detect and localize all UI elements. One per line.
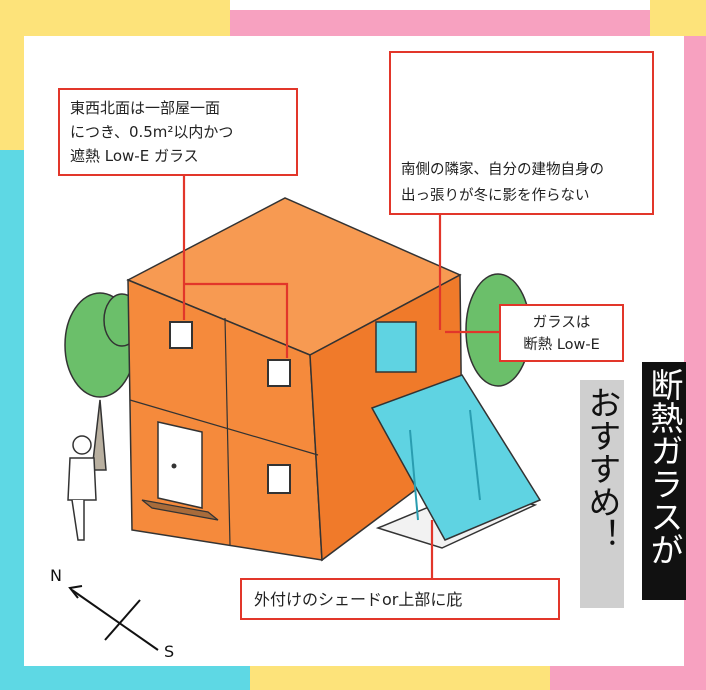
frame-band-bottom-yellow (250, 666, 550, 690)
callout-south-neighbor: 南側の隣家、自分の建物自身の 出っ張りが冬に影を作らない (389, 51, 654, 215)
badge-line-1: 断熱ガラスが (642, 362, 686, 600)
callout-line: 東西北面は一部屋一面 (70, 99, 221, 117)
callout-line: 外付けのシェードor上部に庇 (254, 590, 463, 609)
deck-and-shade (370, 374, 542, 549)
callout-line: 遮熱 Low-E ガラス (70, 147, 199, 165)
badge-line-2: おすすめ！ (580, 380, 624, 608)
left-tree (64, 292, 141, 471)
callout-line: につき、0.5m²以内かつ (70, 123, 234, 141)
house (126, 197, 463, 562)
frame-band-top-yellow-right (650, 0, 706, 36)
callout-line: 出っ張りが冬に影を作らない (401, 188, 590, 204)
compass-south-label: S (164, 642, 175, 661)
frame-band-top-yellow (0, 0, 230, 36)
frame-band-bottom-cyan (0, 666, 250, 690)
callout-line: 断熱 Low-E (523, 337, 600, 353)
callout-external-shade: 外付けのシェードor上部に庇 (240, 578, 560, 620)
callout-glass-low-e: ガラスは 断熱 Low-E (499, 304, 624, 362)
person-figure (67, 435, 97, 541)
frame-band-top-pink (230, 10, 706, 36)
frame-band-bottom-pink (550, 666, 706, 690)
leader-lines (182, 176, 499, 578)
callout-east-west-north-windows: 東西北面は一部屋一面 につき、0.5m²以内かつ 遮熱 Low-E ガラス (58, 88, 298, 176)
frame-band-left-yellow (0, 0, 24, 150)
frame-band-right-pink (684, 36, 706, 690)
compass-north-label: N (50, 566, 62, 585)
callout-line: ガラスは (532, 315, 591, 331)
compass-arrow (68, 585, 159, 651)
frame-band-left-cyan (0, 150, 24, 690)
callout-line: 南側の隣家、自分の建物自身の (401, 162, 604, 178)
